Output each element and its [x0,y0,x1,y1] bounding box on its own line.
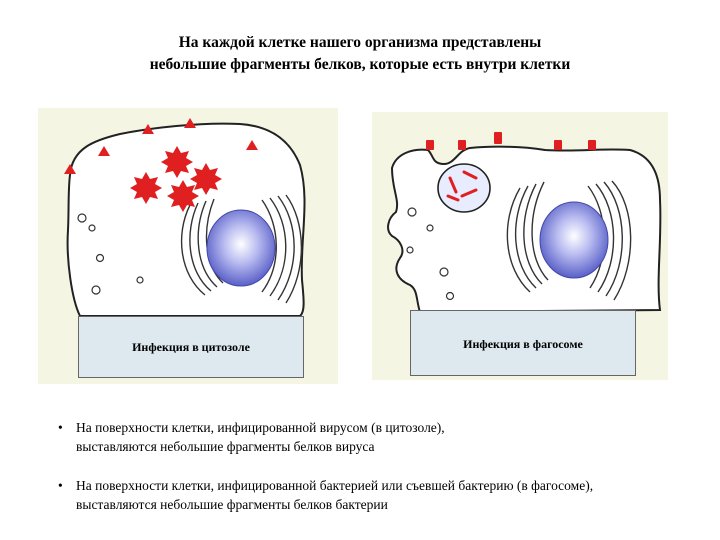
page-title: На каждой клетке нашего организма предст… [0,32,720,76]
left-surface-antigens [64,118,258,174]
right-panel-label-text: Инфекция в фагосоме [463,337,583,351]
title-line-1: На каждой клетке нашего организма предст… [178,34,542,51]
bullet-line: выставляются небольшие фрагменты белков … [76,497,388,512]
right-surface-antigens [426,132,596,150]
left-nucleus [206,209,276,287]
bullet-line: На поверхности клетки, инфицированной ви… [76,420,445,435]
left-panel-label: Инфекция в цитозоле [78,316,304,378]
bullet-item: • На поверхности клетки, инфицированной … [58,418,698,456]
phagosome [437,163,491,213]
right-cell [387,132,662,314]
bullet-marker: • [58,478,63,493]
bacterial-fragments [446,170,478,202]
bullet-marker: • [58,420,63,435]
right-nucleus [539,201,609,279]
bullet-line: На поверхности клетки, инфицированной ба… [76,478,594,493]
right-golgi [506,180,632,301]
bullet-line: выставляются небольшие фрагменты белков … [76,439,375,454]
left-cell [64,118,306,317]
left-golgi [180,194,302,304]
bullet-item: • На поверхности клетки, инфицированной … [58,476,698,514]
left-panel-label-text: Инфекция в цитозоле [132,339,250,354]
title-line-2: небольшие фрагменты белков, которые есть… [149,56,571,73]
left-virus-particles [130,146,222,212]
bullet-list: • На поверхности клетки, инфицированной … [58,418,698,534]
right-vesicles [406,207,455,301]
right-panel-label: Инфекция в фагосоме [410,310,636,376]
